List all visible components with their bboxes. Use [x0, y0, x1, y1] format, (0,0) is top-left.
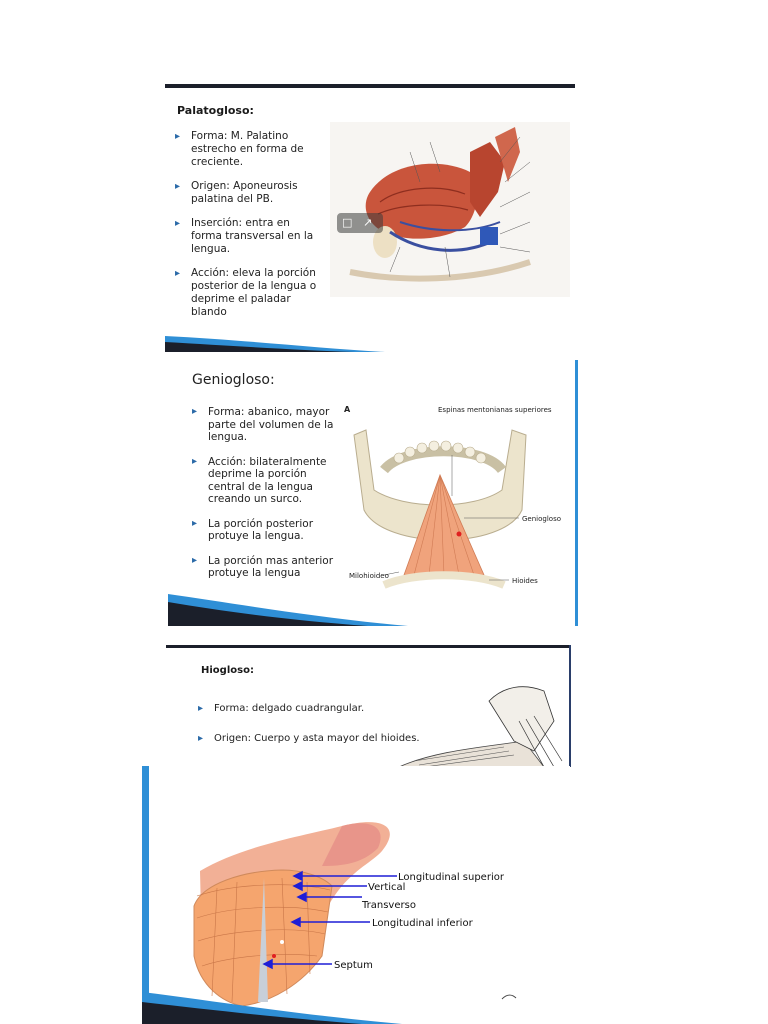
- bullet-item: Forma: delgado cuadrangular.: [198, 703, 428, 715]
- bullet-item: Origen: Cuerpo y asta mayor del hioides.: [198, 733, 428, 745]
- open-icon[interactable]: □: [342, 216, 353, 229]
- bullet-list: Forma: delgado cuadrangular. Origen: Cue…: [198, 703, 428, 745]
- bullet-item: Origen: Aponeurosis palatina del PB.: [175, 180, 317, 206]
- expand-icon[interactable]: ↗: [363, 216, 373, 229]
- slide-intrinsic-muscles: Longitudinal superior Vertical Transvers…: [142, 766, 570, 1024]
- slide-title: Geniogloso:: [192, 372, 275, 388]
- bullet-list: Forma: M. Palatino estrecho en forma de …: [175, 130, 317, 319]
- label-espinas: Espinas mentonianas superiores: [438, 406, 552, 414]
- bullet-item: Acción: bilateralmente deprime la porció…: [192, 456, 340, 506]
- label-vertical: Vertical: [368, 882, 405, 893]
- slide-geniogloso: Geniogloso: Forma: abanico, mayor parte …: [168, 360, 578, 626]
- bullet-item: Acción: eleva la porción posterior de la…: [175, 267, 317, 319]
- bullet-item: Inserción: entra en forma transversal en…: [175, 217, 317, 256]
- image-toolbar[interactable]: □ ↗: [337, 213, 383, 233]
- tongue-muscles-diagram: Longitudinal superior Vertical Transvers…: [193, 822, 517, 1007]
- bullet-item: Forma: abanico, mayor parte del volumen …: [192, 406, 340, 444]
- bullet-item: La porción posterior protuye la lengua.: [192, 518, 340, 543]
- slide-swoosh: [168, 594, 408, 626]
- slide-side-line: [569, 645, 571, 767]
- label-longitudinal-inferior: Longitudinal inferior: [372, 918, 474, 929]
- label-hioides: Hioides: [512, 577, 538, 585]
- bullet-item: Forma: M. Palatino estrecho en forma de …: [175, 130, 317, 169]
- slide-side-line: [575, 360, 578, 626]
- label-milohioideo: Milohioideo: [349, 572, 389, 580]
- label-transverso: Transverso: [361, 900, 416, 911]
- label-longitudinal-superior: Longitudinal superior: [398, 872, 505, 883]
- slide-side-line: [142, 766, 149, 1024]
- slide-hiogloso: Hiogloso: Forma: delgado cuadrangular. O…: [166, 645, 571, 767]
- bullet-list: Forma: abanico, mayor parte del volumen …: [192, 406, 340, 580]
- slide-title: Hiogloso:: [201, 665, 254, 676]
- hyoglossus-anatomy-image: [398, 686, 563, 767]
- label-septum: Septum: [334, 960, 373, 971]
- label-geniogloso: Geniogloso: [522, 515, 561, 523]
- slide-top-bar: [165, 84, 575, 88]
- slide-swoosh: [142, 992, 402, 1024]
- slide-palatogloso: Palatogloso: Forma: M. Palatino estrecho…: [165, 84, 575, 352]
- slide-swoosh: [165, 336, 385, 352]
- slide-title: Palatogloso:: [177, 104, 254, 117]
- slide-top-bar: [166, 645, 571, 648]
- panel-letter: A: [344, 405, 351, 414]
- palatoglossus-anatomy-image: [330, 122, 570, 297]
- bullet-item: La porción mas anterior protuye la lengu…: [192, 555, 340, 580]
- genioglossus-anatomy-image: A Espinas mentonianas superiores Geniogl…: [344, 405, 561, 589]
